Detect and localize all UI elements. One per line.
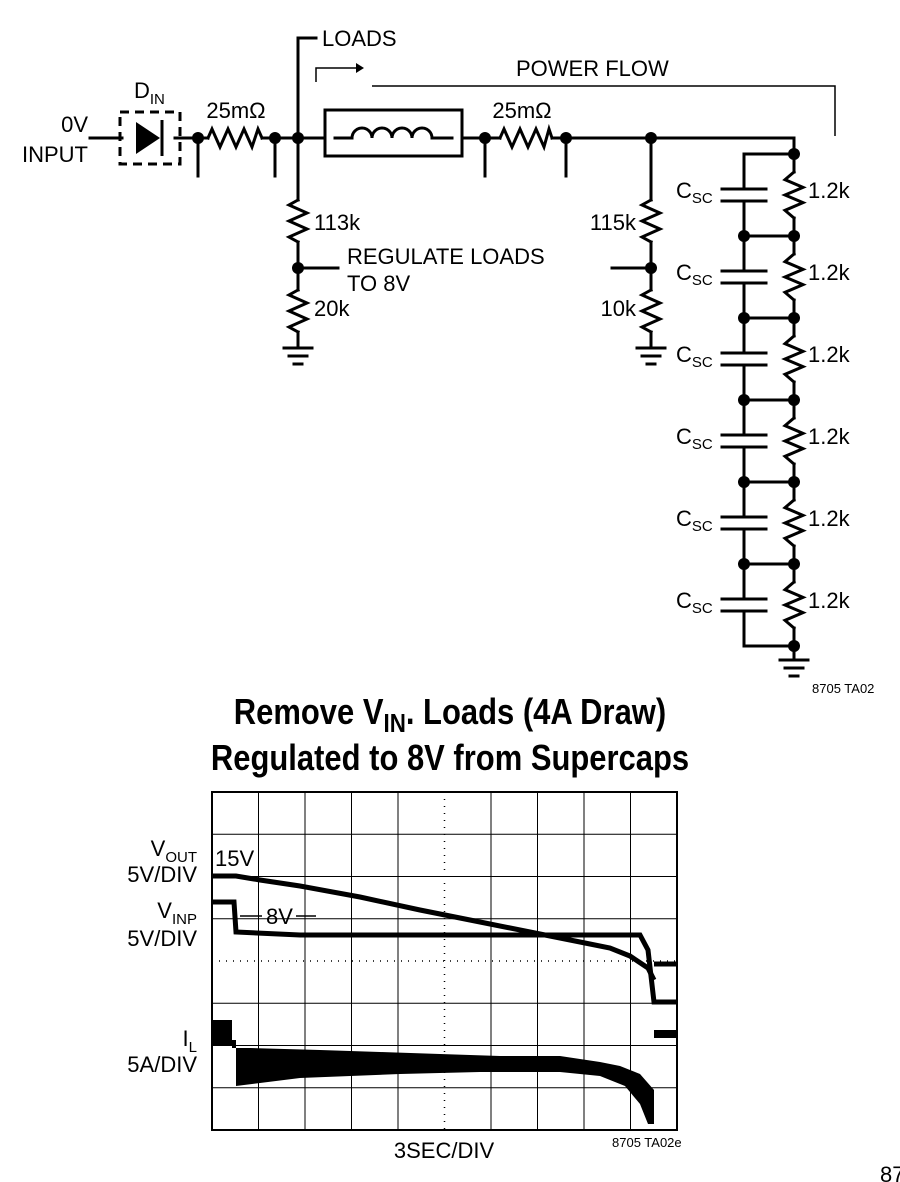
vout-label: VOUT <box>151 836 197 866</box>
power-flow-label: POWER FLOW <box>516 56 669 81</box>
vout-scale: 5V/DIV <box>127 862 197 887</box>
balance-resistor-value: 1.2k <box>808 178 851 203</box>
balance-resistor <box>781 579 807 631</box>
figure-code: 8705 TA02 <box>812 681 874 696</box>
scope-plot: VOUT 5V/DIV VINP 5V/DIV IL 5A/DIV 15V 8V… <box>127 791 682 1163</box>
regulate-label: REGULATE LOADS <box>347 244 545 269</box>
diode-label: DIN <box>134 78 165 108</box>
ground-icon <box>635 346 667 366</box>
supercap-label: CSC <box>676 342 713 371</box>
divider-resistor-10k <box>638 287 664 335</box>
vinp-trace <box>212 899 676 1005</box>
balance-resistor-value: 1.2k <box>808 506 851 531</box>
balance-resistor-value: 1.2k <box>808 260 851 285</box>
scope-figure-code: 8705 TA02e <box>612 1135 682 1150</box>
supercap-label: CSC <box>676 178 713 207</box>
input-label-0v: 0V <box>61 112 88 137</box>
divider-resistor-20k <box>285 287 311 335</box>
ideal-diode: DIN <box>118 78 182 166</box>
divider-resistor-115k <box>638 197 664 245</box>
divider-resistor-20k-value: 20k <box>314 296 350 321</box>
vout-trace <box>212 873 657 982</box>
sense-resistor-2 <box>498 123 554 152</box>
vinp-scale: 5V/DIV <box>127 926 197 951</box>
vinp-label: VINP <box>157 898 197 928</box>
ground-icon <box>282 346 314 366</box>
balance-resistor <box>781 333 807 385</box>
loads-label: LOADS <box>322 26 397 51</box>
power-flow-arrow <box>315 67 356 82</box>
il-scale: 5A/DIV <box>127 1052 197 1077</box>
supercap-label: CSC <box>676 260 713 289</box>
balance-resistor <box>781 169 807 221</box>
supercap-label: CSC <box>676 506 713 535</box>
divider-resistor-10k-value: 10k <box>601 296 637 321</box>
sense-resistor-2-value: 25mΩ <box>492 98 551 123</box>
input-label-input: INPUT <box>22 142 88 167</box>
vinp-marker: 8V <box>266 904 293 929</box>
divider-resistor-115k-value: 115k <box>590 210 637 235</box>
sense-resistor-1-value: 25mΩ <box>206 98 265 123</box>
il-trace-recovery <box>654 1030 676 1038</box>
il-label: IL <box>183 1026 197 1056</box>
balance-resistor-value: 1.2k <box>808 424 851 449</box>
inductor <box>323 108 464 158</box>
supercap-label: CSC <box>676 424 713 453</box>
supercap-label: CSC <box>676 588 713 617</box>
schematic: 0V INPUT DIN 25mΩ LOADS POWER FLOW <box>22 26 874 696</box>
regulate-label-2: TO 8V <box>347 271 411 296</box>
balance-resistor <box>781 251 807 303</box>
supercap-stack: 1.2kCSC1.2kCSC1.2kCSC1.2kCSC1.2kCSC1.2kC… <box>676 136 851 678</box>
scope-title-line-1: Remove VIN. Loads (4A Draw) <box>233 691 667 739</box>
divider-resistor-113k <box>285 197 311 245</box>
divider-resistor-113k-value: 113k <box>314 210 361 235</box>
balance-resistor-value: 1.2k <box>808 588 851 613</box>
balance-resistor-value: 1.2k <box>808 342 851 367</box>
page-number: 87 <box>880 1162 900 1182</box>
x-axis-label: 3SEC/DIV <box>394 1138 495 1163</box>
power-flow-line <box>372 85 836 136</box>
sense-resistor-1 <box>206 124 264 152</box>
balance-resistor <box>781 497 807 549</box>
scope-title-line-2: Regulated to 8V from Supercaps <box>210 737 690 778</box>
vout-marker: 15V <box>215 846 254 871</box>
balance-resistor <box>781 415 807 467</box>
il-trace <box>212 1020 654 1124</box>
